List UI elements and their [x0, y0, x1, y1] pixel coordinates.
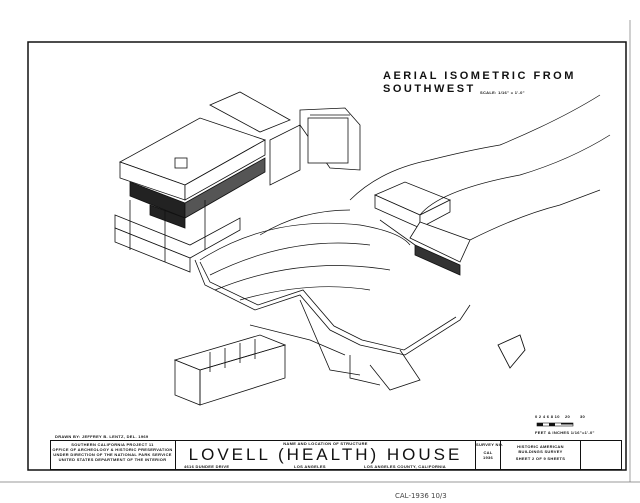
scale-ticks: 0 2 4 6 8 10: [535, 414, 560, 419]
name-label: NAME AND LOCATION OF STRUCTURE: [283, 441, 368, 446]
north-arrow-icon: [497, 334, 526, 369]
habs-line2: BUILDINGS SURVEY: [518, 449, 563, 454]
guest-house: [374, 181, 471, 276]
habs-cell: HISTORIC AMERICAN BUILDINGS SURVEY SHEET…: [500, 440, 580, 470]
address: 4616 DUNDEE DRIVE: [184, 464, 230, 469]
terrain-contours: [199, 94, 611, 301]
graphic-scale-bar: [536, 422, 574, 427]
pool-structure: [173, 334, 287, 406]
drawing-title-line1: AERIAL ISOMETRIC FROM: [383, 70, 576, 82]
scale-tick-20: 20: [565, 414, 571, 419]
habs-line1: HISTORIC AMERICAN: [517, 444, 564, 449]
structure-cell: NAME AND LOCATION OF STRUCTURE LOVELL (H…: [175, 440, 475, 470]
structure-name: LOVELL (HEALTH) HOUSE: [188, 445, 463, 464]
blank-cell: [580, 440, 622, 470]
agency-cell: SOUTHERN CALIFORNIA PROJECT 11 OFFICE OF…: [50, 440, 175, 470]
city: LOS ANGELES: [294, 464, 326, 469]
title-block: [50, 440, 622, 470]
scale-units: FEET & INCHES 1/16"=1'-0": [535, 430, 595, 435]
agency-line: UNITED STATES DEPARTMENT OF THE INTERIOR: [58, 457, 167, 462]
survey-state: CAL: [483, 450, 493, 455]
county: LOS ANGELES COUNTY, CALIFORNIA: [364, 464, 446, 469]
drawn-by: DRAWN BY: JEFFREY B. LENTZ, DEL. 1969: [55, 434, 149, 439]
survey-number: 1936: [482, 455, 494, 460]
agency-line: UNDER DIRECTION OF THE NATIONAL PARK SER…: [53, 452, 172, 457]
main-house: [114, 91, 361, 273]
agency-line: SOUTHERN CALIFORNIA PROJECT 11: [71, 442, 154, 447]
agency-line: OFFICE OF ARCHEOLOGY & HISTORIC PRESERVA…: [52, 447, 173, 452]
footer-note: CAL-1936 10/3: [395, 492, 447, 500]
sheet-border: [27, 41, 627, 471]
stairs-path: [194, 259, 471, 391]
sheet-number: SHEET 2 OF 9 SHEETS: [515, 456, 566, 461]
survey-cell: SURVEY NO. CAL 1936: [475, 440, 504, 470]
scale-tick-30: 30: [580, 414, 586, 419]
drawing-title-line2: SOUTHWEST: [383, 83, 476, 95]
survey-label: SURVEY NO.: [476, 442, 504, 447]
scale-note: SCALE: 1/16" = 1'-0": [480, 90, 525, 95]
